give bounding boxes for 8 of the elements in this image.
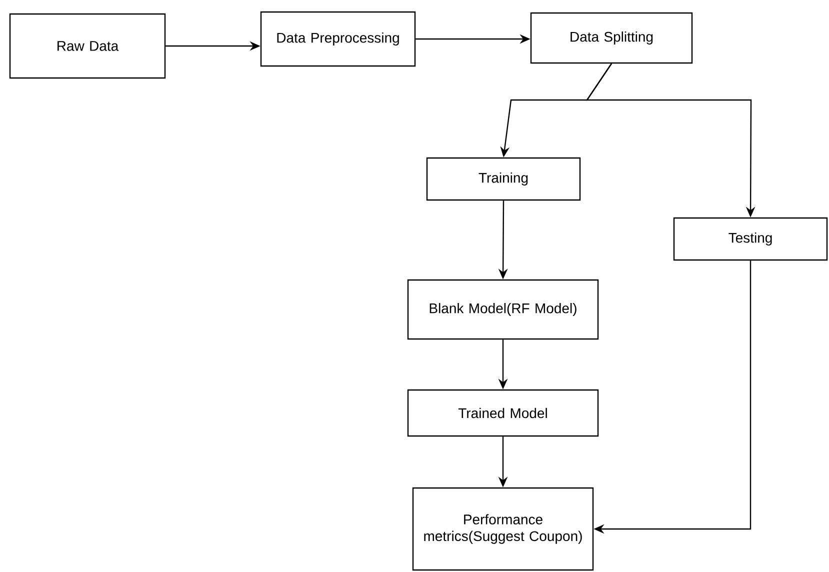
process-box: Trained Model [407,389,599,437]
process-box: Raw Data [9,13,166,79]
process-box: Testing [673,217,828,261]
process-box: Performance metrics(Suggest Coupon) [412,487,594,571]
process-box: Data Splitting [530,12,693,64]
process-box: Blank Model(RF Model) [407,279,599,340]
process-box: Training [426,157,581,201]
process-box: Data Preprocessing [260,11,416,67]
